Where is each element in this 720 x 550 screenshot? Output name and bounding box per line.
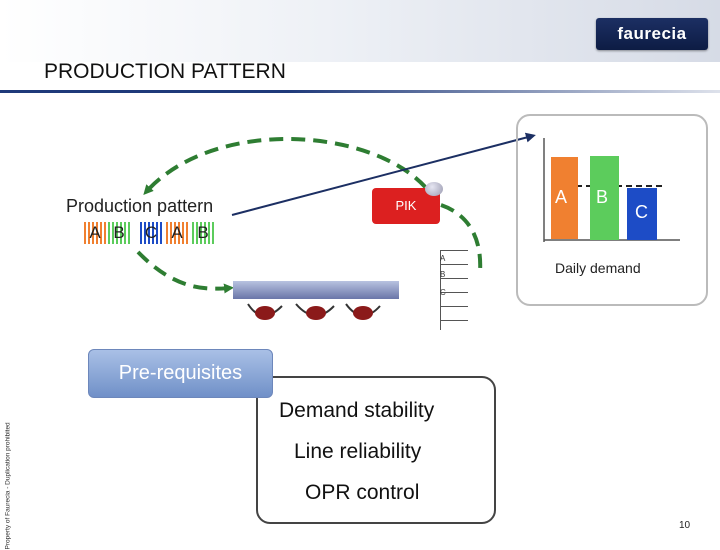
demand-bar-a-label: A [555, 187, 568, 207]
pik-knob [425, 182, 443, 196]
demand-bar-c-label: C [635, 202, 648, 222]
rack-letter-a: A [440, 254, 446, 263]
req-line-reliability: Line reliability [294, 440, 422, 463]
pattern-cell-a2: A [166, 222, 188, 244]
page-title: PRODUCTION PATTERN [44, 60, 286, 83]
production-pattern-label: Production pattern [66, 196, 214, 216]
pattern-cell-b1: B [108, 222, 130, 244]
pattern-cell-a1: A [84, 222, 106, 244]
loop-arrow-bottom [136, 250, 234, 294]
rack-line [440, 306, 468, 307]
demand-bar-b-label: B [596, 187, 609, 207]
demand-bar-c: C [627, 188, 657, 240]
rack-line [440, 320, 468, 321]
rack-line [440, 278, 468, 279]
rack-edge [440, 250, 441, 330]
loop-arrow-top [143, 136, 440, 206]
prerequisites-box: Demand stability Line reliability OPR co… [256, 376, 496, 524]
sequence-rack: A B C [440, 250, 468, 332]
page-number: 10 [679, 520, 691, 531]
faurecia-logo: faurecia [596, 18, 708, 50]
rack-line [440, 264, 468, 265]
demand-bar-a: A [551, 157, 578, 239]
demand-signal-arrow [231, 132, 536, 216]
conveyor-line [233, 281, 399, 299]
daily-demand-label: Daily demand [555, 260, 641, 276]
req-demand-stability: Demand stability [279, 399, 435, 422]
rack-letter-c: C [440, 288, 446, 297]
rack-line [440, 292, 468, 293]
title-underline [0, 90, 720, 93]
pattern-cell-b2: B [192, 222, 214, 244]
pik-to-rack-arrow [440, 203, 483, 273]
req-opr-control: OPR control [305, 481, 420, 504]
rack-letter-b: B [440, 270, 446, 279]
rack-line [440, 250, 468, 251]
conveyor-rollers [247, 303, 381, 320]
prerequisites-title: Pre-requisites [88, 349, 273, 398]
demand-bar-b: B [590, 156, 619, 240]
pattern-cell-c1: C [140, 222, 162, 244]
daily-demand-frame [516, 114, 708, 306]
